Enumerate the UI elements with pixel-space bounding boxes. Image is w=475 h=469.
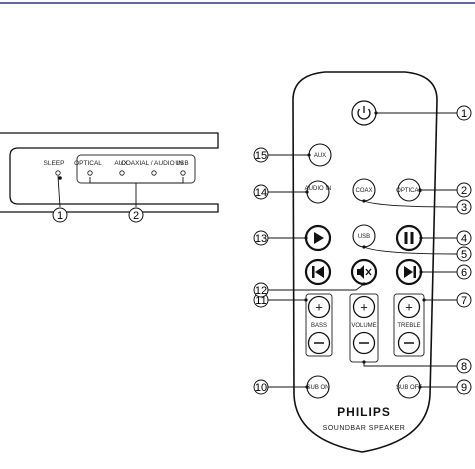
power-led: [55, 170, 61, 176]
callout-circle: [456, 105, 472, 121]
callout-number: 12: [255, 285, 267, 297]
callout-number: 3: [461, 202, 467, 214]
callout-group-left: 10 11 12 13 14 15: [253, 147, 269, 395]
volume-up-button[interactable]: [352, 295, 376, 319]
callout-circle: [456, 264, 472, 280]
callout-number: 1: [57, 210, 63, 222]
callout-circle: [456, 230, 472, 246]
callout-circle: [128, 207, 144, 223]
callout-number: 9: [461, 382, 467, 394]
remote-control: AUX AUDIO IN COAX OPTICAL USB: [292, 71, 438, 453]
callout-circle: [456, 199, 472, 215]
bass-label: BASS: [311, 323, 327, 329]
pause-button[interactable]: [395, 224, 423, 252]
sub-on-label: SUB ON: [306, 385, 329, 391]
callout-circle: [456, 292, 472, 308]
remote-callout-dots: [304, 111, 426, 389]
aux-label: AUX: [314, 153, 326, 159]
bass-group: [305, 293, 333, 357]
callout-circle: [456, 379, 472, 395]
remote-outline: [292, 71, 438, 453]
led-usb: [180, 170, 186, 176]
sub-off-label: SUB OFF: [396, 385, 422, 391]
audio-in-button[interactable]: [306, 180, 330, 204]
callout-number: 2: [461, 185, 467, 197]
callout-number: 6: [461, 267, 467, 279]
soundbar-unit: SLEEP OPTICAL AUX COAXIAL / AUDIO IN USB…: [0, 132, 219, 223]
callout-circle: [253, 379, 269, 395]
usb-label: USB: [358, 234, 370, 240]
treble-label: TREBLE: [397, 323, 420, 329]
pause-icon: [404, 232, 408, 244]
callout-number: 13: [255, 233, 267, 245]
callout-number: 10: [255, 382, 267, 394]
next-icon: [404, 266, 413, 278]
led-aux: [119, 170, 125, 176]
treble-up-button[interactable]: [397, 295, 421, 319]
callout-circle: [253, 147, 269, 163]
led-label-coax: COAXIAL / AUDIO IN: [121, 160, 183, 167]
callout-circle: [253, 230, 269, 246]
power-led-label: SLEEP: [44, 160, 65, 167]
led-coax: [151, 170, 157, 176]
callout-number: 15: [255, 150, 267, 162]
brand-logo: PHILIPS: [337, 405, 391, 419]
plus-icon: +: [360, 300, 368, 315]
soundbar-outline: [0, 132, 219, 213]
previous-icon: [312, 266, 315, 278]
callout-number: 5: [461, 249, 467, 261]
led-label-usb: USB: [175, 160, 188, 167]
play-icon: [314, 232, 324, 244]
callout-number: 7: [461, 295, 467, 307]
plus-icon: +: [405, 300, 413, 315]
optical-label: OPTICAL: [396, 188, 422, 194]
callout-circle: [456, 182, 472, 198]
mute-icon: [357, 265, 364, 279]
bass-up-button[interactable]: [307, 295, 331, 319]
audio-in-label: AUDIO IN: [305, 186, 332, 192]
callout-circle: [52, 207, 68, 223]
led-label-aux: AUX: [114, 160, 128, 167]
plus-icon: +: [315, 300, 323, 315]
callout-circle: [456, 358, 472, 374]
callout-circle: [253, 282, 269, 298]
callout-number: 11: [255, 295, 266, 307]
coax-label: COAX: [355, 188, 372, 194]
callout-number: 14: [255, 187, 267, 199]
callout-circle: [456, 246, 472, 262]
power-icon: [357, 108, 371, 120]
led-label-optical: OPTICAL: [74, 160, 102, 167]
callout-number: 1: [461, 108, 467, 120]
callout-number: 4: [461, 233, 467, 245]
treble-group: [393, 293, 425, 357]
callout-number: 8: [461, 361, 467, 373]
callout-circle: [253, 184, 269, 200]
model-label: SOUNDBAR SPEAKER: [323, 425, 406, 432]
led-optical: [87, 170, 93, 176]
callout-number: 2: [133, 210, 139, 222]
callout-group-right: 1 2 3 4 5 6 7 8 9: [456, 105, 472, 395]
volume-label: VOLUME: [351, 323, 376, 329]
